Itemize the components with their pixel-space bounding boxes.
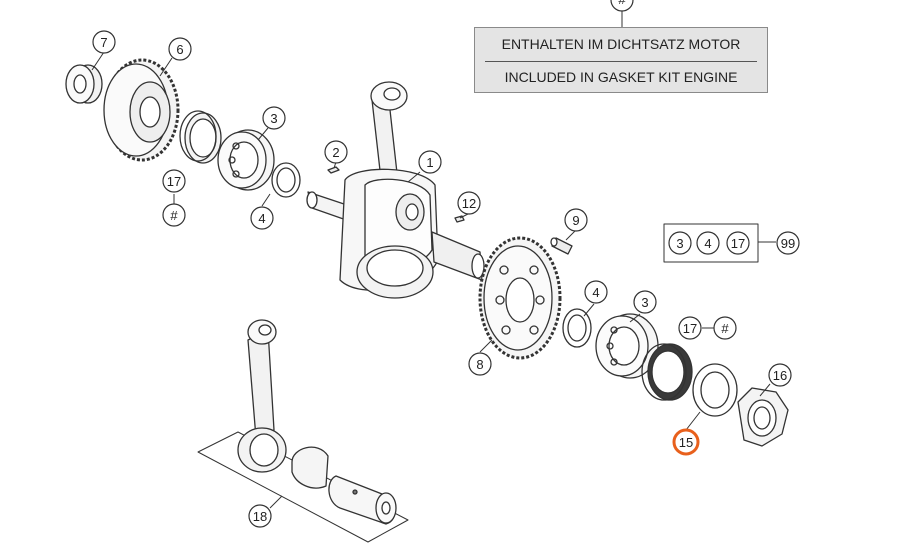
svg-text:17: 17: [167, 174, 181, 189]
legend-divider: [485, 61, 757, 62]
svg-text:99: 99: [781, 236, 795, 251]
part-9-dowel[interactable]: [550, 237, 573, 255]
part-18-conrod-kit[interactable]: [197, 319, 409, 543]
callout-12[interactable]: 12: [457, 191, 481, 215]
callout-9[interactable]: 9: [564, 208, 588, 232]
callout-hash-left[interactable]: #: [162, 203, 186, 227]
callout-17-left[interactable]: 17: [162, 169, 186, 193]
svg-text:4: 4: [258, 211, 265, 226]
svg-text:15: 15: [679, 435, 693, 450]
part-17-seal-left[interactable]: [179, 110, 222, 164]
svg-text:17: 17: [683, 321, 697, 336]
svg-text:9: 9: [572, 213, 579, 228]
part-15-washer[interactable]: [692, 363, 738, 417]
legend-line-english: INCLUDED IN GASKET KIT ENGINE: [504, 69, 738, 85]
callout-labels: 7 6 3 17 # 4 2 1 12 9 4 3 17 # 8 16 15 1…: [92, 0, 800, 528]
svg-text:17: 17: [731, 236, 745, 251]
svg-text:2: 2: [332, 145, 339, 160]
svg-text:3: 3: [270, 111, 277, 126]
part-8-sprocket[interactable]: [478, 236, 562, 360]
callout-1[interactable]: 1: [418, 150, 442, 174]
callout-2[interactable]: 2: [324, 140, 348, 164]
kit-item-17[interactable]: 17: [726, 231, 750, 255]
part-4-washer-right[interactable]: [562, 308, 592, 348]
callout-15-highlighted[interactable]: 15: [672, 428, 700, 456]
svg-text:#: #: [170, 208, 178, 223]
svg-text:#: #: [721, 321, 729, 336]
callout-3-right[interactable]: 3: [633, 290, 657, 314]
svg-text:7: 7: [100, 35, 107, 50]
svg-text:4: 4: [704, 236, 711, 251]
svg-text:8: 8: [476, 357, 483, 372]
svg-text:4: 4: [592, 285, 599, 300]
callout-4-left[interactable]: 4: [250, 206, 274, 230]
svg-text:6: 6: [176, 42, 183, 57]
svg-text:1: 1: [426, 155, 433, 170]
callout-8[interactable]: 8: [468, 352, 492, 376]
part-17-seal-right[interactable]: [641, 343, 693, 401]
kit-item-3[interactable]: 3: [668, 231, 692, 255]
legend-line-german: ENTHALTEN IM DICHTSATZ MOTOR: [501, 36, 741, 52]
svg-text:3: 3: [676, 236, 683, 251]
part-2-key[interactable]: [327, 166, 340, 174]
svg-text:18: 18: [253, 509, 267, 524]
callout-17-right[interactable]: 17: [678, 316, 702, 340]
callout-6[interactable]: 6: [168, 37, 192, 61]
callout-3-left[interactable]: 3: [262, 106, 286, 130]
gasket-kit-legend: ENTHALTEN IM DICHTSATZ MOTOR INCLUDED IN…: [474, 27, 768, 93]
part-4-washer-left[interactable]: [271, 162, 301, 198]
callout-hash-top[interactable]: #: [610, 0, 634, 12]
callout-hash-right[interactable]: #: [713, 316, 737, 340]
kit-target-99[interactable]: 99: [776, 231, 800, 255]
part-7-nut[interactable]: [65, 64, 103, 104]
part-3-bearing-left[interactable]: [217, 129, 275, 191]
svg-text:12: 12: [462, 196, 476, 211]
part-6-gear[interactable]: [103, 58, 180, 162]
callout-4-right[interactable]: 4: [584, 280, 608, 304]
part-1-crankshaft[interactable]: [306, 81, 485, 299]
kit-item-4[interactable]: 4: [696, 231, 720, 255]
part-16-nut[interactable]: [737, 387, 789, 447]
part-3-bearing-right[interactable]: [595, 313, 659, 379]
svg-text:#: #: [618, 0, 626, 7]
callout-16[interactable]: 16: [768, 363, 792, 387]
leader-lines: [91, 10, 776, 509]
callout-18[interactable]: 18: [248, 504, 272, 528]
callout-7[interactable]: 7: [92, 30, 116, 54]
svg-text:3: 3: [641, 295, 648, 310]
svg-text:16: 16: [773, 368, 787, 383]
